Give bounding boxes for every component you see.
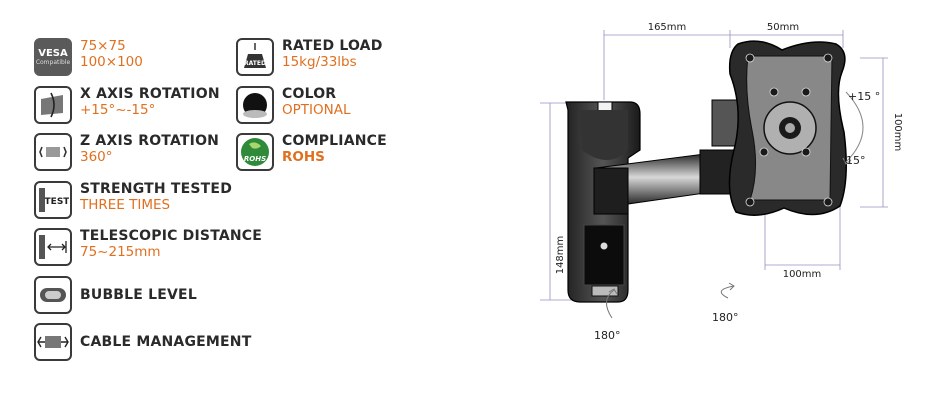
dim-arm-label: 165mm xyxy=(648,22,687,33)
svg-text:ROHS: ROHS xyxy=(244,155,266,163)
dim-wall-height-label: 148mm xyxy=(555,236,566,275)
dim-plate-top-label: 50mm xyxy=(767,22,799,33)
dim-plate-height-label: 100mm xyxy=(892,113,903,152)
x-axis-value: +15°~-15° xyxy=(80,102,156,118)
rated-load-title: RATED LOAD xyxy=(282,38,383,54)
dimension-labels: 165mm 50mm 100mm 100mm 148mm xyxy=(555,22,903,280)
feature-telescopic-distance: TELESCOPIC DISTANCE 75~215mm xyxy=(34,228,262,266)
cable-management-icon xyxy=(34,323,72,361)
color-swatch-icon xyxy=(236,86,274,124)
x-axis-rotation-icon xyxy=(34,86,72,124)
vesa-line-2: 100×100 xyxy=(80,54,143,70)
strength-title: STRENGTH TESTED xyxy=(80,181,233,197)
swivel-arm-label: 180° xyxy=(712,311,739,324)
color-value: OPTIONAL xyxy=(282,102,351,118)
rohs-icon: ROHS xyxy=(236,133,274,171)
feature-z-axis-rotation: Z AXIS ROTATION 360° xyxy=(34,133,219,171)
feature-x-axis-rotation: X AXIS ROTATION +15°~-15° xyxy=(34,86,220,124)
compliance-title: COMPLIANCE xyxy=(282,133,387,149)
test-icon: TEST xyxy=(34,181,72,219)
z-axis-value: 360° xyxy=(80,149,113,165)
tv-plate xyxy=(728,40,847,216)
weight-icon: RATED xyxy=(236,38,274,76)
feature-cable-management: CABLE MANAGEMENT xyxy=(34,323,251,361)
tilt-arrow xyxy=(845,91,864,163)
feature-rated-load: RATED RATED LOAD 15kg/33lbs xyxy=(236,38,383,76)
telescopic-icon xyxy=(34,228,72,266)
compliance-value: ROHS xyxy=(282,149,325,165)
feature-bubble-level: BUBBLE LEVEL xyxy=(34,276,197,314)
tilt-down-label: -15° xyxy=(842,154,865,167)
swivel-wall-label: 180° xyxy=(594,329,621,342)
bubble-level-icon xyxy=(34,276,72,314)
svg-text:TEST: TEST xyxy=(45,197,69,207)
vesa-line-1: 75×75 xyxy=(80,38,126,54)
feature-color: COLOR OPTIONAL xyxy=(236,86,350,124)
strength-value: THREE TIMES xyxy=(80,197,171,213)
swivel-arm-arrow xyxy=(720,285,735,299)
dim-plate-bottom-label: 100mm xyxy=(783,269,822,280)
feature-compliance: ROHS COMPLIANCE ROHS xyxy=(236,133,387,171)
feature-strength-tested: TEST STRENGTH TESTED THREE TIMES xyxy=(34,181,232,219)
z-axis-rotation-icon xyxy=(34,133,72,171)
feature-vesa: VESA Compatible 75×75 100×100 xyxy=(34,38,143,76)
color-title: COLOR xyxy=(282,86,337,102)
telescopic-value: 75~215mm xyxy=(80,244,161,260)
svg-text:RATED: RATED xyxy=(244,60,266,67)
rated-load-value: 15kg/33lbs xyxy=(282,54,357,70)
telescopic-title: TELESCOPIC DISTANCE xyxy=(80,228,263,244)
vesa-icon: VESA Compatible xyxy=(34,38,72,76)
x-axis-title: X AXIS ROTATION xyxy=(80,86,220,102)
swivel-wall-arrow xyxy=(606,289,615,319)
cable-management-title: CABLE MANAGEMENT xyxy=(80,334,252,350)
z-axis-title: Z AXIS ROTATION xyxy=(80,133,220,149)
tilt-up-label: +15 ° xyxy=(848,90,880,103)
bubble-level-title: BUBBLE LEVEL xyxy=(80,287,197,303)
